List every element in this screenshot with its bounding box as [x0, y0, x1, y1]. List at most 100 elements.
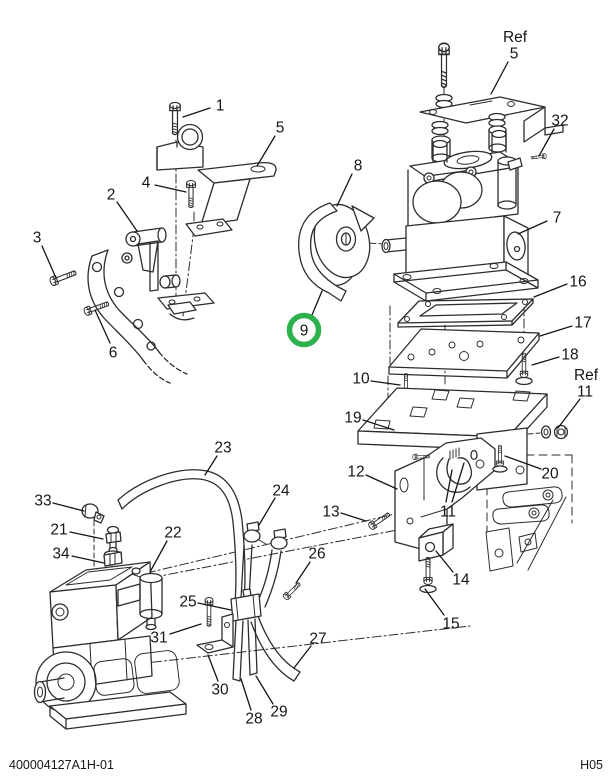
leader-line-17 [539, 325, 573, 337]
part-side-plate-hole [515, 465, 525, 475]
leader-line-32 [538, 128, 555, 157]
callout-ref-prefix-11: Ref [574, 367, 599, 384]
part-canister-22 [117, 567, 163, 631]
leader-line-11 [445, 469, 453, 503]
callout-12: 12 [347, 464, 364, 481]
callout-23: 23 [214, 440, 231, 457]
leader-line-24 [258, 497, 276, 526]
part-lifting-eye-bracket [156, 123, 204, 171]
part-hose-clamp-11 [412, 447, 478, 485]
callout-10: 10 [352, 371, 370, 388]
leader-line-10 [370, 380, 401, 386]
callout-21: 21 [50, 522, 67, 539]
leader-line-15 [424, 588, 445, 616]
callout-8: 8 [354, 158, 363, 175]
leader-line-31 [169, 623, 202, 635]
leader-line-5 [490, 61, 509, 95]
leader-line-11 [451, 462, 465, 503]
highlight-ring-9 [286, 312, 322, 348]
callout-29: 29 [270, 704, 287, 721]
leader-line-2 [116, 201, 138, 232]
leader-line-30 [207, 654, 219, 682]
callout-26: 26 [308, 546, 325, 563]
callout-11: 11 [577, 384, 593, 401]
part-bolt-13 [367, 510, 392, 531]
part-belt-9 [297, 202, 347, 302]
leader-line-1 [182, 107, 211, 118]
part-clamp-25 [230, 588, 262, 622]
callout-19: 19 [344, 410, 361, 427]
callout-1: 1 [216, 98, 225, 115]
leader-line-5 [256, 135, 276, 167]
callout-2: 2 [107, 187, 116, 204]
part-bracket-30 [196, 613, 234, 654]
callout-4: 4 [142, 175, 151, 192]
callout-7: 7 [553, 210, 562, 227]
leader-line-25 [197, 602, 232, 611]
part-air-compressor [33, 561, 187, 730]
callout-16: 16 [569, 274, 586, 291]
callout-28: 28 [245, 711, 262, 728]
page-code: H05 [580, 758, 603, 772]
callout-31: 31 [150, 630, 167, 647]
part-engine-block-phantom [485, 447, 573, 572]
callout-22: 22 [164, 525, 181, 542]
part-valve-21 [105, 525, 122, 554]
part-washer-18 [515, 376, 533, 386]
callout-5: 5 [276, 120, 285, 137]
part-fittings-24 [243, 521, 288, 550]
callout-33: 33 [34, 493, 51, 510]
callout-30: 30 [211, 682, 229, 699]
leader-line-27 [293, 645, 312, 669]
part-nut-34 [103, 550, 123, 567]
part-bolt-1 [169, 101, 181, 136]
part-screw-32 [530, 153, 547, 161]
leader-line-23 [204, 455, 218, 476]
leader-line-8 [336, 173, 353, 207]
callout-24: 24 [272, 483, 290, 500]
callout-32: 32 [551, 113, 568, 130]
leader-line-28 [240, 678, 252, 711]
leader-line-12 [365, 474, 398, 490]
callout-ref-prefix-5: Ref [503, 29, 528, 46]
callout-15: 15 [442, 616, 459, 633]
part-bolt-31 [204, 596, 214, 627]
part-pulley-8 [302, 203, 375, 287]
callout-13: 13 [322, 504, 339, 521]
part-washer-15 [419, 584, 437, 594]
part-bolt-15 [423, 556, 433, 585]
leader-line-18 [531, 356, 560, 366]
leader-line-13 [340, 512, 367, 522]
callout-34: 34 [52, 546, 70, 563]
leader-line-7 [517, 220, 548, 235]
leader-line-11 [557, 398, 581, 429]
part-ref-11-washer-nut [527, 424, 569, 440]
part-gasket-16 [397, 298, 534, 328]
callout-3: 3 [33, 230, 42, 247]
leader-line-16 [533, 283, 568, 298]
leader-line-9 [311, 290, 323, 316]
callout-14: 14 [452, 572, 470, 589]
part-bolt-18 [519, 352, 529, 378]
part-spacer-block-14 [418, 523, 454, 562]
leader-line-21 [69, 531, 104, 540]
part-pump-7 [381, 129, 539, 302]
part-hose-27 [250, 615, 301, 682]
leader-line-26 [295, 561, 311, 584]
part-elbow-fitting-33 [81, 503, 105, 524]
callout-25: 25 [179, 594, 196, 611]
callout-20: 20 [541, 466, 559, 483]
callout-5: 5 [510, 46, 519, 63]
callout-11: 11 [440, 504, 456, 521]
leader-line-33 [52, 502, 85, 512]
part-washer-20 [492, 465, 508, 473]
doc-number: 400004127A1H-01 [9, 758, 114, 772]
part-bolt-4 [186, 180, 196, 209]
leader-line-6 [94, 309, 111, 344]
callout-17: 17 [574, 315, 591, 332]
leader-line-34 [71, 555, 105, 564]
leader-line-20 [504, 455, 542, 470]
